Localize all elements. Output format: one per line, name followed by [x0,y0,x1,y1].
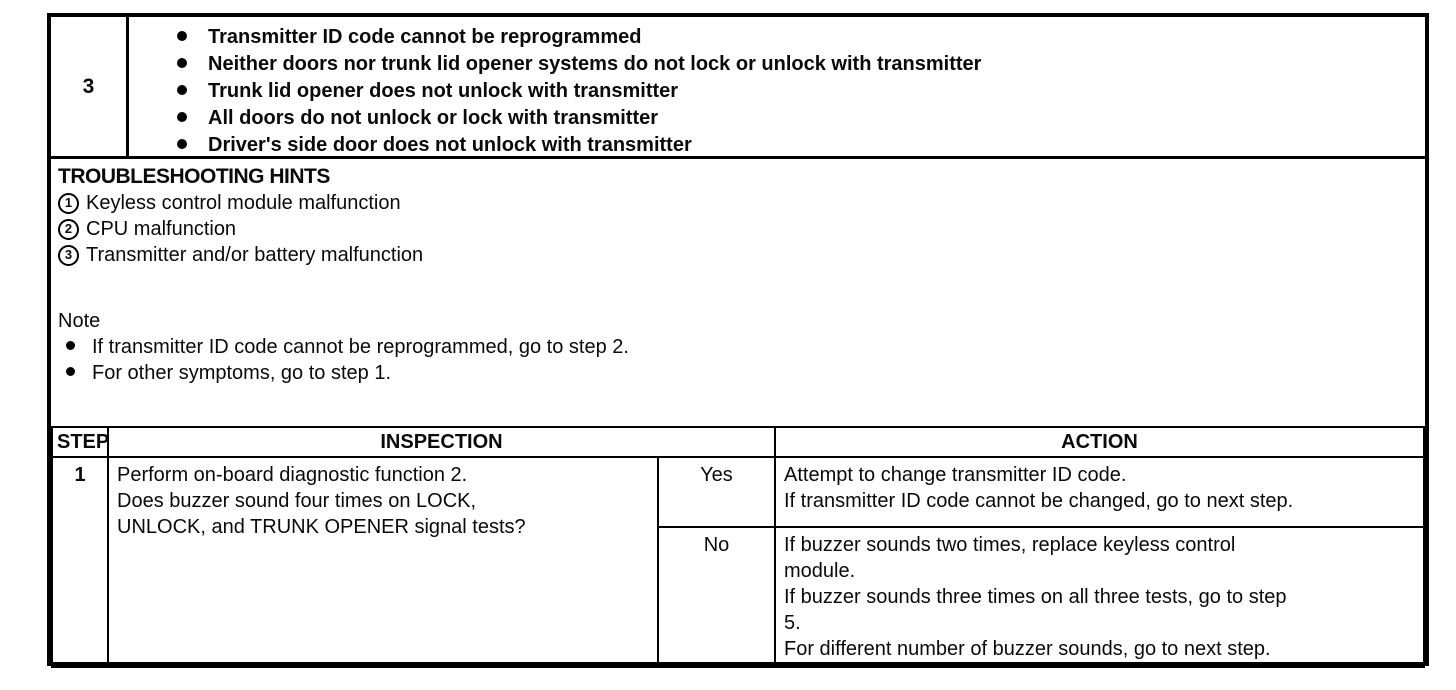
symptom-item: All doors do not unlock or lock with tra… [177,105,1415,132]
note-item: If transmitter ID code cannot be reprogr… [58,334,1415,360]
step-header: STEP [51,426,109,458]
hint-text: Keyless control module malfunction [86,192,401,214]
note-title: Note [58,310,101,332]
bullet-icon [66,340,75,350]
hint-item: 3 Transmitter and/or battery malfunction [58,242,1415,268]
hint-item: 2 CPU malfunction [58,216,1415,242]
symptom-number: 3 [51,17,129,156]
note-item: For other symptoms, go to step 1. [58,360,1415,386]
circled-number-icon: 1 [58,192,79,214]
no-cell: No [657,526,776,668]
symptom-text: Transmitter ID code cannot be reprogramm… [208,26,642,48]
step1-yes-row: 1 Perform on-board diagnostic function 2… [51,456,1425,668]
hint-text: CPU malfunction [86,218,237,240]
yes-action-cell: Attempt to change transmitter ID code. I… [774,456,1425,528]
troubleshooting-chart: 3 Transmitter ID code cannot be reprogra… [47,13,1429,668]
steps-header-row: STEP INSPECTION ACTION [51,426,1425,458]
step-number: 1 [51,456,109,668]
symptom-item: Transmitter ID code cannot be reprogramm… [177,24,1415,51]
symptom-list: Transmitter ID code cannot be reprogramm… [129,17,1425,156]
circled-number-icon: 3 [58,244,79,266]
circled-number-icon: 2 [58,218,79,240]
no-action-cell: If buzzer sounds two times, replace keyl… [774,526,1425,668]
symptom-text: Driver's side door does not unlock with … [208,134,692,156]
action-header: ACTION [774,426,1425,458]
symptom-item: Driver's side door does not unlock with … [177,132,1415,159]
hint-item: 1 Keyless control module malfunction [58,190,1415,216]
bullet-icon [177,111,187,122]
symptom-item: Trunk lid opener does not unlock with tr… [177,78,1415,105]
symptom-text: Neither doors nor trunk lid opener syste… [208,53,982,75]
symptom-text: All doors do not unlock or lock with tra… [208,107,659,129]
symptom-item: Neither doors nor trunk lid opener syste… [177,51,1415,78]
inspection-cell: Perform on-board diagnostic function 2. … [107,456,659,668]
hint-text: Transmitter and/or battery malfunction [86,244,424,266]
bullet-icon [177,84,187,95]
symptom-text: Trunk lid opener does not unlock with tr… [208,80,679,102]
bullet-icon [66,366,75,376]
inspection-header: INSPECTION [107,426,776,458]
step1-no-row: No If buzzer sounds two times, replace k… [52,526,1425,668]
bullet-icon [177,57,187,68]
steps-table: STEP INSPECTION ACTION 1 Perform on-boar… [51,426,1425,668]
note-text: If transmitter ID code cannot be reprogr… [92,336,629,358]
hints-section: TROUBLESHOOTING HINTS 1 Keyless control … [51,159,1425,426]
symptom-row: 3 Transmitter ID code cannot be reprogra… [51,17,1425,159]
yes-cell: Yes [657,456,776,528]
note-text: For other symptoms, go to step 1. [92,362,392,384]
bullet-icon [177,138,187,149]
hints-title: TROUBLESHOOTING HINTS [58,165,330,188]
bullet-icon [177,30,187,41]
